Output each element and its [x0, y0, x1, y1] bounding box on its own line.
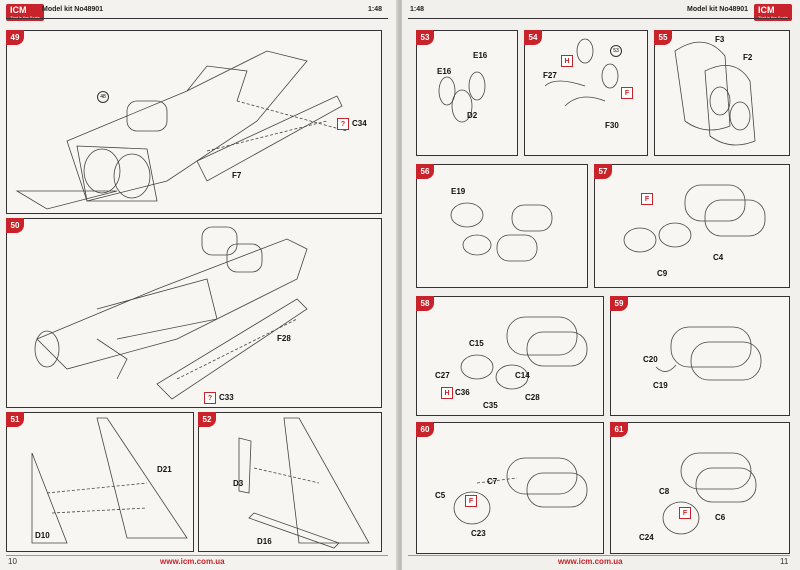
step-49-drawing: [15, 50, 348, 210]
part-label: C34: [352, 119, 367, 128]
step-number: 58: [416, 296, 434, 311]
step-number: 57: [594, 164, 612, 179]
step-number: 60: [416, 422, 434, 437]
step-53-panel: 53 E16 E16 D2: [416, 30, 518, 156]
step-number: 54: [524, 30, 542, 45]
part-label: F7: [232, 171, 242, 180]
footer-rule: [6, 555, 388, 556]
part-label: D21: [157, 465, 172, 474]
part-label: D10: [35, 531, 50, 540]
part-label: C15: [469, 339, 484, 348]
step-60-panel: 60 C7 C5 F C23: [416, 422, 604, 554]
step-61-drawing: [662, 452, 757, 535]
paint-marker: H: [441, 387, 453, 399]
step-number: 49: [6, 30, 24, 45]
part-label: C8: [659, 487, 670, 496]
step-50-drawing: [34, 226, 308, 400]
paint-marker: ?: [337, 118, 349, 130]
paint-marker: H: [561, 55, 573, 67]
part-label: C6: [715, 513, 726, 522]
model-kit-number: Model kit No48901: [42, 6, 104, 13]
header-rule: [6, 18, 388, 19]
step-51-panel: 51 D21 D10: [6, 412, 194, 552]
part-label: C28: [525, 393, 540, 402]
step-50-panel: 50 F28 ? C33: [6, 218, 382, 408]
part-label: D16: [257, 537, 272, 546]
step-52-panel: 52 D3 D16: [198, 412, 382, 552]
step-number: 51: [6, 412, 24, 427]
book-gutter: [396, 0, 404, 570]
step-57-drawing: [623, 184, 766, 253]
icm-logo: ICMThat is the Scale: [6, 4, 44, 21]
step-number: 55: [654, 30, 672, 45]
part-label: C20: [643, 355, 658, 364]
header-rule: [408, 18, 790, 19]
page-number: 10: [8, 557, 17, 566]
step-number: 61: [610, 422, 628, 437]
part-label: D2: [467, 111, 478, 120]
step-57-panel: 57 F C4 C9: [594, 164, 790, 288]
part-label: C19: [653, 381, 668, 390]
step-54-drawing: [544, 38, 619, 107]
step-58-panel: 58 C15 C27 C14 H C36 C28 C35: [416, 296, 604, 416]
step-54-panel: 54 53 H F F27 F30: [524, 30, 648, 156]
step-59-drawing: [655, 326, 762, 381]
step-55-panel: 55 F3 F2: [654, 30, 790, 156]
step-52-drawing: [238, 417, 370, 549]
part-label: D3: [233, 479, 244, 488]
part-label: C5: [435, 491, 446, 500]
step-58-drawing: [460, 316, 588, 390]
part-label: E16: [437, 67, 452, 76]
step-56-drawing: [450, 202, 553, 262]
part-label: F28: [277, 334, 291, 343]
step-51-drawing: [31, 417, 188, 544]
step-number: 50: [6, 218, 24, 233]
part-label: E16: [473, 51, 488, 60]
part-label: F27: [543, 71, 557, 80]
callout-circle: 53: [610, 45, 622, 57]
scale-label: 1:48: [368, 6, 383, 13]
part-label: C35: [483, 401, 498, 410]
paint-marker: ?: [204, 392, 216, 404]
part-label: C33: [219, 393, 234, 402]
page-number: 11: [780, 557, 789, 566]
step-61-panel: 61 C8 F C6 C24: [610, 422, 790, 554]
right-page: 1:48 Model kit No48901 ICMThat is the Sc…: [402, 0, 800, 570]
part-label: F2: [743, 53, 753, 62]
paint-marker: F: [621, 87, 633, 99]
website-link[interactable]: www.icm.com.ua: [558, 557, 623, 566]
step-53-drawing: [438, 71, 486, 123]
part-label: C23: [471, 529, 486, 538]
step-59-panel: 59 C20 C19: [610, 296, 790, 416]
step-number: 56: [416, 164, 434, 179]
step-number: 59: [610, 296, 628, 311]
step-56-panel: 56 E19: [416, 164, 588, 288]
part-label: C24: [639, 533, 654, 542]
paint-marker: F: [641, 193, 653, 205]
left-page: ICMThat is the Scale Model kit No48901 1…: [0, 0, 398, 570]
part-label: F3: [715, 35, 725, 44]
step-55-drawing: [674, 41, 756, 146]
part-label: F30: [605, 121, 619, 130]
step-49-panel: 49 48 F7 ? C34: [6, 30, 382, 214]
step-60-drawing: [453, 457, 588, 525]
step-number: 53: [416, 30, 434, 45]
paint-marker: F: [679, 507, 691, 519]
part-label: C14: [515, 371, 530, 380]
model-kit-number: Model kit No48901: [687, 6, 749, 13]
icm-logo: ICMThat is the Scale: [754, 4, 792, 21]
part-label: C36: [455, 388, 470, 397]
part-label: C4: [713, 253, 724, 262]
part-label: C27: [435, 371, 450, 380]
footer-rule: [408, 555, 790, 556]
callout-circle: 48: [97, 91, 109, 103]
scale-label: 1:48: [410, 6, 425, 13]
part-label: C7: [487, 477, 498, 486]
step-number: 52: [198, 412, 216, 427]
paint-marker: F: [465, 495, 477, 507]
part-label: C9: [657, 269, 668, 278]
part-label: E19: [451, 187, 466, 196]
website-link[interactable]: www.icm.com.ua: [160, 557, 225, 566]
